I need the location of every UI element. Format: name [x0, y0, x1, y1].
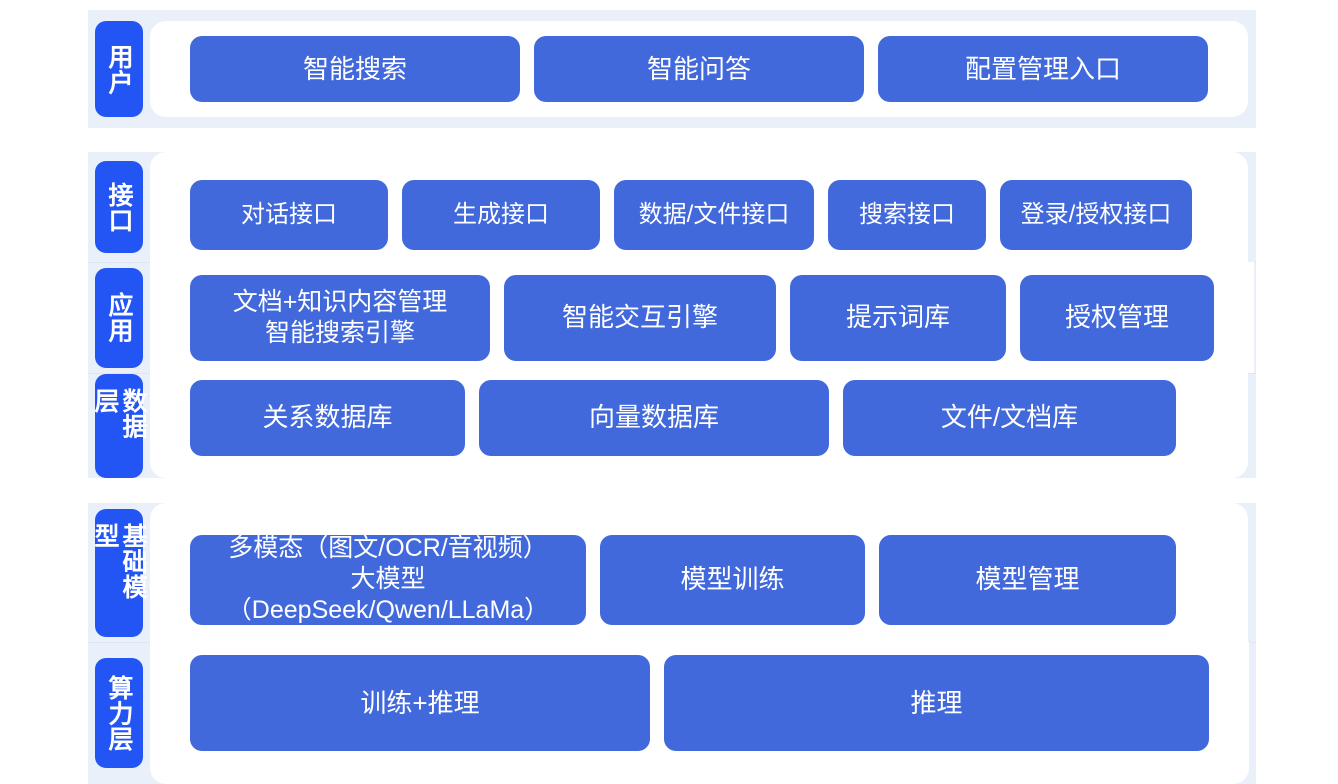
- row-foundation-model: 基础模型 多模态（图文/OCR/音视频） 大模型（DeepSeek/Qwen/L…: [88, 503, 1256, 642]
- box-inference[interactable]: 推理: [664, 655, 1209, 751]
- box-row-interface: 对话接口 生成接口 数据/文件接口 搜索接口 登录/授权接口: [150, 180, 1248, 250]
- panel-application: 文档+知识内容管理 智能搜索引擎 智能交互引擎 提示词库 授权管理: [150, 262, 1254, 373]
- panel-foundation-model: 多模态（图文/OCR/音视频） 大模型（DeepSeek/Qwen/LLaMa）…: [150, 503, 1248, 642]
- box-data-file-api[interactable]: 数据/文件接口: [614, 180, 814, 250]
- box-model-training[interactable]: 模型训练: [600, 534, 865, 625]
- label-col-application: 应用: [88, 262, 150, 373]
- label-col-foundation-model: 基础模型: [88, 503, 150, 642]
- row-data-layer: 数据层 关系数据库 向量数据库 文件/文档库: [88, 373, 1256, 478]
- box-intelligent-qa[interactable]: 智能问答: [534, 36, 864, 102]
- box-training-plus-inference[interactable]: 训练+推理: [190, 655, 650, 751]
- box-config-management-entry[interactable]: 配置管理入口: [878, 36, 1208, 102]
- panel-data-layer: 关系数据库 向量数据库 文件/文档库: [150, 373, 1248, 478]
- layer-label-compute: 算力层: [95, 658, 143, 768]
- layer-label-application: 应用: [95, 267, 143, 368]
- box-login-auth-api[interactable]: 登录/授权接口: [1000, 180, 1192, 250]
- box-generation-api[interactable]: 生成接口: [402, 180, 600, 250]
- layer-label-foundation-model: 基础模型: [91, 508, 147, 637]
- box-multimodal-large-model[interactable]: 多模态（图文/OCR/音视频） 大模型（DeepSeek/Qwen/LLaMa）: [190, 534, 586, 625]
- box-search-api[interactable]: 搜索接口: [828, 180, 986, 250]
- box-doc-knowledge-content-management[interactable]: 文档+知识内容管理 智能搜索引擎: [190, 274, 490, 361]
- box-authorization-management[interactable]: 授权管理: [1020, 274, 1214, 361]
- panel-col-user: 智能搜索 智能问答 配置管理入口: [150, 10, 1256, 128]
- box-vector-database[interactable]: 向量数据库: [479, 379, 829, 456]
- panel-col-compute-layer: 训练+推理 推理: [150, 642, 1257, 784]
- box-prompt-library[interactable]: 提示词库: [790, 274, 1006, 361]
- panel-interface: 对话接口 生成接口 数据/文件接口 搜索接口 登录/授权接口: [150, 152, 1248, 262]
- panel-col-interface: 对话接口 生成接口 数据/文件接口 搜索接口 登录/授权接口: [150, 152, 1256, 262]
- section-middle: 接口 对话接口 生成接口 数据/文件接口 搜索接口 登录/授权接口 应用: [88, 152, 1256, 478]
- section-user: 用户 智能搜索 智能问答 配置管理入口: [88, 10, 1256, 128]
- section-base: 基础模型 多模态（图文/OCR/音视频） 大模型（DeepSeek/Qwen/L…: [88, 503, 1256, 784]
- box-model-management[interactable]: 模型管理: [879, 534, 1176, 625]
- row-user: 用户 智能搜索 智能问答 配置管理入口: [88, 10, 1256, 128]
- box-intelligent-interaction-engine[interactable]: 智能交互引擎: [504, 274, 776, 361]
- box-row-user: 智能搜索 智能问答 配置管理入口: [150, 36, 1248, 102]
- box-row-application: 文档+知识内容管理 智能搜索引擎 智能交互引擎 提示词库 授权管理: [150, 274, 1254, 361]
- box-intelligent-search[interactable]: 智能搜索: [190, 36, 520, 102]
- panel-col-application: 文档+知识内容管理 智能搜索引擎 智能交互引擎 提示词库 授权管理: [150, 262, 1262, 373]
- label-col-compute-layer: 算力层: [88, 642, 150, 784]
- layer-label-user: 用户: [95, 21, 143, 117]
- panel-compute-layer: 训练+推理 推理: [150, 642, 1249, 784]
- box-row-data-layer: 关系数据库 向量数据库 文件/文档库: [150, 379, 1248, 456]
- panel-col-foundation-model: 多模态（图文/OCR/音视频） 大模型（DeepSeek/Qwen/LLaMa）…: [150, 503, 1256, 642]
- layer-label-data: 数据层: [91, 373, 147, 478]
- row-interface: 接口 对话接口 生成接口 数据/文件接口 搜索接口 登录/授权接口: [88, 152, 1256, 262]
- box-row-foundation-model: 多模态（图文/OCR/音视频） 大模型（DeepSeek/Qwen/LLaMa）…: [150, 534, 1248, 625]
- box-relational-database[interactable]: 关系数据库: [190, 379, 465, 456]
- layer-label-interface: 接口: [95, 161, 143, 253]
- row-application: 应用 文档+知识内容管理 智能搜索引擎 智能交互引擎 提示词库 授权管理: [88, 262, 1256, 373]
- panel-col-data-layer: 关系数据库 向量数据库 文件/文档库: [150, 373, 1256, 478]
- label-col-interface: 接口: [88, 152, 150, 262]
- label-col-user: 用户: [88, 10, 150, 128]
- box-dialog-api[interactable]: 对话接口: [190, 180, 388, 250]
- box-row-compute-layer: 训练+推理 推理: [150, 655, 1249, 751]
- row-compute-layer: 算力层 训练+推理 推理: [88, 642, 1256, 784]
- label-col-data-layer: 数据层: [88, 373, 150, 478]
- box-file-document-store[interactable]: 文件/文档库: [843, 379, 1176, 456]
- panel-user: 智能搜索 智能问答 配置管理入口: [150, 21, 1248, 117]
